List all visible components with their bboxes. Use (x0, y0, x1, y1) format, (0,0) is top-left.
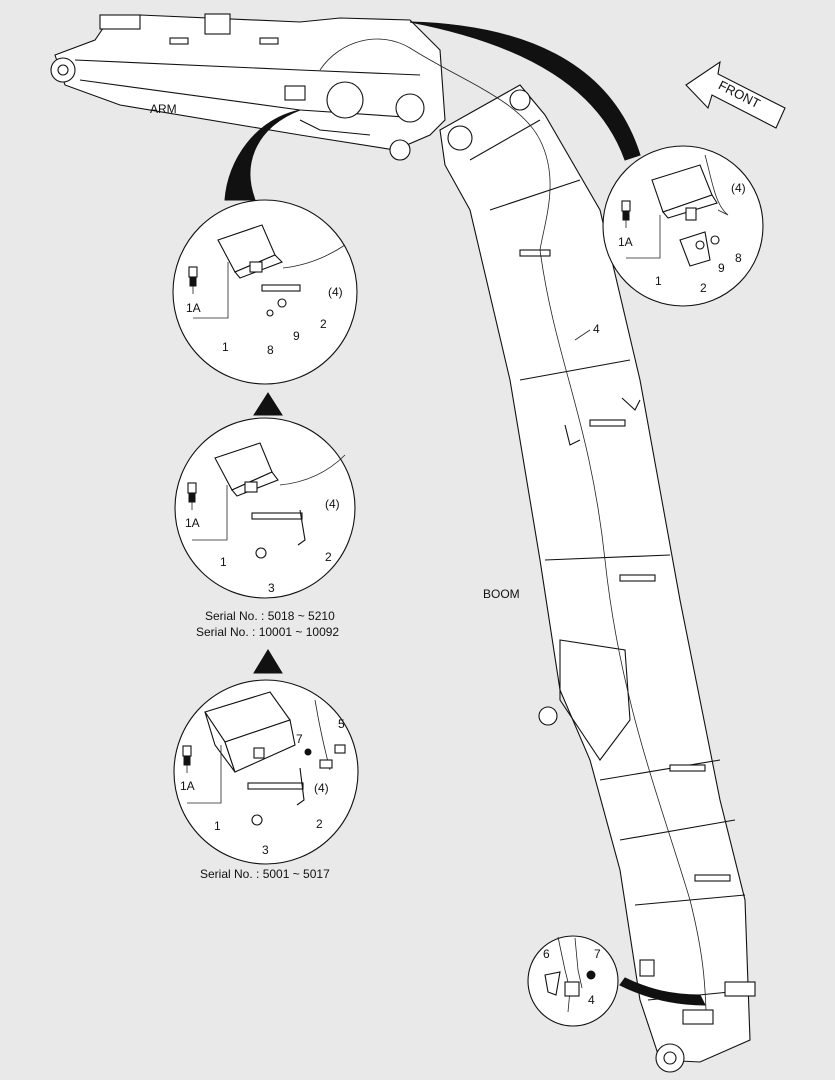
part-2-label: 2 (700, 281, 707, 295)
bulb-icon (182, 745, 192, 773)
part-2-label: 2 (316, 817, 323, 831)
part-1a-label: 1A (618, 235, 633, 249)
part-4-ref-label: (4) (325, 497, 340, 511)
front-arrow: FRONT (685, 60, 786, 129)
part-4-label: 4 (588, 993, 595, 1007)
bracket-2b (251, 512, 303, 520)
bulb-icon (621, 200, 631, 228)
part-4-label-main: 4 (593, 322, 600, 336)
triangle-up-2 (253, 649, 283, 674)
part-1a-label: 1A (185, 516, 200, 530)
part-7-label: 7 (594, 947, 601, 961)
part-3-label: 3 (268, 581, 275, 595)
part-9-label: 9 (718, 261, 725, 275)
part-1a-label: 1A (186, 301, 201, 315)
part-4-ref-label: (4) (731, 181, 746, 195)
serial-bottom: Serial No. : 5001 ~ 5017 (200, 867, 330, 881)
detail-arm-lamp: 1A 1 (4) 2 9 8 (172, 199, 358, 385)
part-5-label: 5 (338, 717, 345, 731)
arm-lamp-mount (284, 85, 306, 101)
part-2-label: 2 (320, 317, 327, 331)
part-1-label: 1 (222, 340, 229, 354)
part-1-label: 1 (655, 274, 662, 288)
part-8-label: 8 (735, 251, 742, 265)
serial-middle-line1: Serial No. : 5018 ~ 5210 (205, 609, 335, 623)
boom-label: BOOM (483, 587, 520, 601)
part-3-label: 3 (262, 843, 269, 857)
part-4-ref-label: (4) (314, 781, 329, 795)
callout-wedge-arm (224, 109, 301, 201)
part-1-label: 1 (220, 555, 227, 569)
bracket-2c (247, 782, 304, 790)
part-1-label: 1 (214, 819, 221, 833)
part-1a-label: 1A (180, 779, 195, 793)
bolt-7b (586, 970, 596, 980)
part-2-label: 2 (325, 550, 332, 564)
detail-boom-clamp: 6 7 4 (527, 935, 619, 1027)
callout-wedge-boom-bottom (619, 977, 706, 1006)
part-4-ref-label: (4) (328, 285, 343, 299)
part-6-label: 6 (543, 947, 550, 961)
bulb-icon (187, 482, 197, 510)
detail-serial-5001: 1A 1 7 5 (4) 2 3 (173, 679, 359, 865)
arm-label: ARM (150, 102, 177, 116)
serial-middle-line2: Serial No. : 10001 ~ 10092 (196, 625, 339, 639)
bracket-2 (261, 284, 301, 292)
detail-serial-5018: 1A 1 (4) 2 3 (174, 417, 356, 599)
part-9-label: 9 (293, 329, 300, 343)
wire-harness-4 (319, 38, 707, 1011)
triangle-up-1 (253, 392, 283, 416)
bulb-icon (188, 266, 198, 294)
bracket-2d (679, 231, 711, 267)
part-8-label: 8 (267, 343, 274, 357)
clamp-6 (544, 971, 561, 996)
callout-wedge-boom-top (409, 21, 641, 161)
detail-boom-lamp: 1A 1 (4) 2 9 8 (602, 145, 764, 307)
part-7-label: 7 (296, 732, 303, 746)
bolt-7 (304, 748, 312, 756)
arm-drawing (50, 13, 446, 161)
